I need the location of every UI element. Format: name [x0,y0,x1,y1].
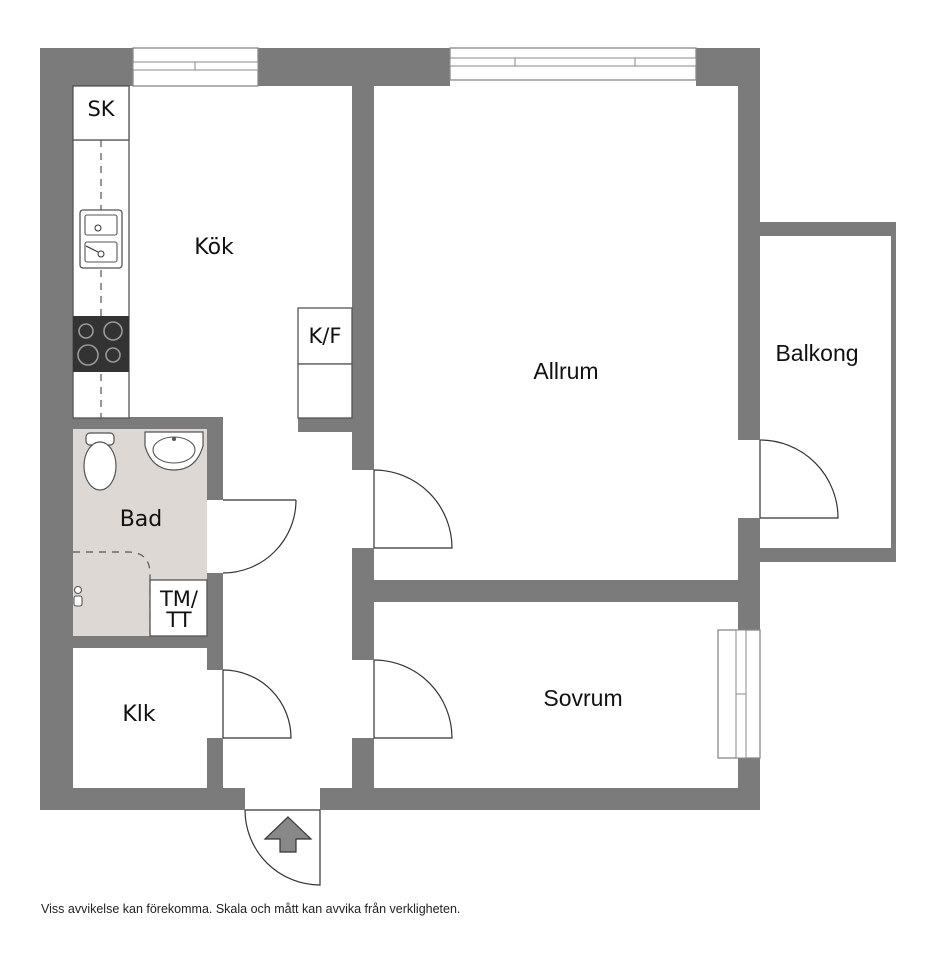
doors [222,439,839,886]
room-label-kitchen: Kök [194,235,234,260]
sink-icon [79,209,123,269]
windows [132,47,761,759]
washer-dryer-label-line1: TM/ [159,587,199,611]
wardrobe [72,85,130,141]
washer-dryer [149,579,208,637]
fridge-freezer [297,307,353,365]
room-label-bedroom: Sovrum [543,685,622,711]
room-label-living-room: Allrum [533,358,598,384]
shower-tap-icon [73,585,83,607]
shower-area [73,551,151,636]
washer-dryer-label-line2: TT [165,608,191,632]
fridge-freezer-label: K/F [309,324,342,348]
room-label-bathroom: Bad [120,507,163,532]
stove-icon [73,316,129,372]
room-label-closet: Klk [122,702,156,727]
floor-plan: SK K/F TM/ TT Kök Allrum Balkong Bad Klk… [40,47,896,886]
disclaimer-text: Viss avvikelse kan förekomma. Skala och … [41,902,461,916]
entrance-arrow-icon [263,816,313,853]
wardrobe-label: SK [87,97,115,121]
washbasin-icon [144,431,204,471]
room-label-balcony: Balkong [775,340,858,366]
toilet-icon [83,432,117,491]
walls [40,48,896,810]
